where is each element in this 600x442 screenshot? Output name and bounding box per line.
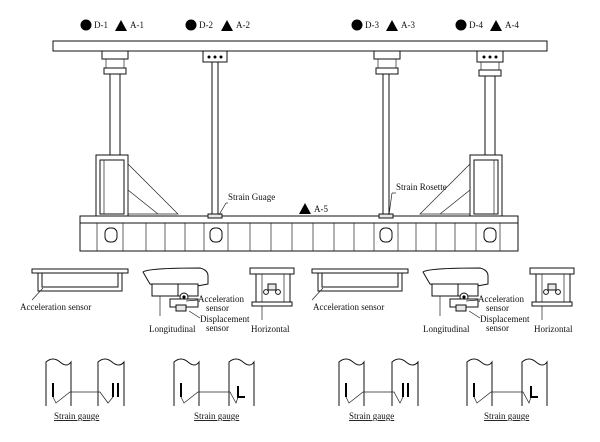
- strain-gauge-caption-2: Strain gauge: [194, 411, 239, 421]
- strain-gauge-callout: Strain Guage: [218, 192, 275, 216]
- marker-group-2: D-2 A-2: [185, 19, 250, 31]
- hanger-rod-2: [211, 62, 219, 216]
- acceleration-label-a3: A-3: [401, 20, 415, 30]
- hanger-rod-3: [382, 74, 390, 216]
- sensor-label-detail-2b: sensor: [486, 323, 509, 333]
- strain-gauge-callout-label: Strain Guage: [228, 192, 275, 202]
- detail-horizontal-1: Horizontal: [249, 267, 295, 334]
- displacement-label-d2: D-2: [199, 20, 213, 30]
- sensor-label-detail-1b: sensor: [206, 323, 229, 333]
- acceleration-label-detail-1: Acceleration: [198, 294, 244, 304]
- acceleration-label-a2: A-2: [236, 20, 250, 30]
- acceleration-marker-icon: [115, 20, 127, 31]
- strain-rosette-callout-label: Strain Rosette: [396, 182, 447, 192]
- displacement-label-d4: D-4: [469, 20, 483, 30]
- displacement-label-d3: D-3: [365, 20, 379, 30]
- marker-group-4: D-4 A-4: [455, 19, 519, 31]
- strain-detail-1: Strain gauge: [45, 358, 125, 421]
- displacement-label-detail-1: Displacement: [200, 314, 250, 324]
- end-post-right: [419, 154, 503, 218]
- lower-girder: [79, 213, 519, 252]
- strain-detail-4: Strain gauge: [466, 358, 548, 421]
- end-post-left: [95, 154, 179, 218]
- displacement-marker-icon: [455, 19, 467, 31]
- marker-group-1: D-1 A-1: [80, 19, 144, 31]
- displacement-marker-icon: [80, 19, 92, 31]
- hanger-bracket-3: [373, 50, 401, 75]
- detail-longitudinal-2: Longitudinal Acceleration sensor Displac…: [422, 267, 530, 334]
- hanger-bracket-2: [202, 50, 228, 63]
- detail-acceleration-2: Acceleration sensor: [311, 268, 409, 312]
- sensor-label-detail-1a: sensor: [206, 303, 229, 313]
- longitudinal-label-1: Longitudinal: [149, 324, 196, 334]
- hanger-rod-4: [484, 76, 496, 155]
- acceleration-label-a5: A-5: [314, 204, 328, 214]
- hanger-bracket-1: [101, 50, 129, 75]
- strain-rosette-callout: Strain Rosette: [388, 182, 447, 216]
- horizontal-label-2: Horizontal: [534, 324, 573, 334]
- acceleration-marker-icon: [299, 203, 311, 214]
- acceleration-label-a1: A-1: [130, 20, 144, 30]
- strain-gauge-caption-4: Strain gauge: [484, 411, 529, 421]
- marker-a5: A-5: [299, 203, 328, 214]
- strain-detail-2: Strain gauge: [173, 358, 255, 421]
- acceleration-marker-icon: [490, 20, 502, 31]
- acceleration-sensor-label-1: Acceleration sensor: [20, 302, 91, 312]
- acceleration-label-a4: A-4: [505, 20, 519, 30]
- hanger-bracket-4: [476, 50, 504, 77]
- sensor-label-detail-2a: sensor: [486, 303, 509, 313]
- displacement-label-detail-2: Displacement: [480, 314, 530, 324]
- strain-gauge-caption-1: Strain gauge: [54, 411, 99, 421]
- hanger-rod-1: [109, 74, 121, 155]
- acceleration-marker-icon: [221, 20, 233, 31]
- displacement-marker-icon: [185, 19, 197, 31]
- displacement-label-d1: D-1: [94, 20, 108, 30]
- detail-longitudinal-1: Longitudinal Acceleration sensor Displac…: [142, 267, 250, 334]
- detail-horizontal-2: Horizontal: [529, 267, 575, 334]
- longitudinal-label-2: Longitudinal: [423, 324, 470, 334]
- acceleration-marker-icon: [386, 20, 398, 31]
- strain-detail-3: Strain gauge: [338, 358, 419, 421]
- strain-gauge-caption-3: Strain gauge: [349, 411, 394, 421]
- detail-acceleration-1: Acceleration sensor: [20, 268, 129, 312]
- displacement-marker-icon: [351, 19, 363, 31]
- acceleration-sensor-label-2: Acceleration sensor: [313, 302, 384, 312]
- horizontal-label-1: Horizontal: [251, 324, 290, 334]
- marker-group-3: D-3 A-3: [351, 19, 415, 31]
- acceleration-label-detail-2: Acceleration: [478, 294, 524, 304]
- top-beam: [52, 40, 548, 52]
